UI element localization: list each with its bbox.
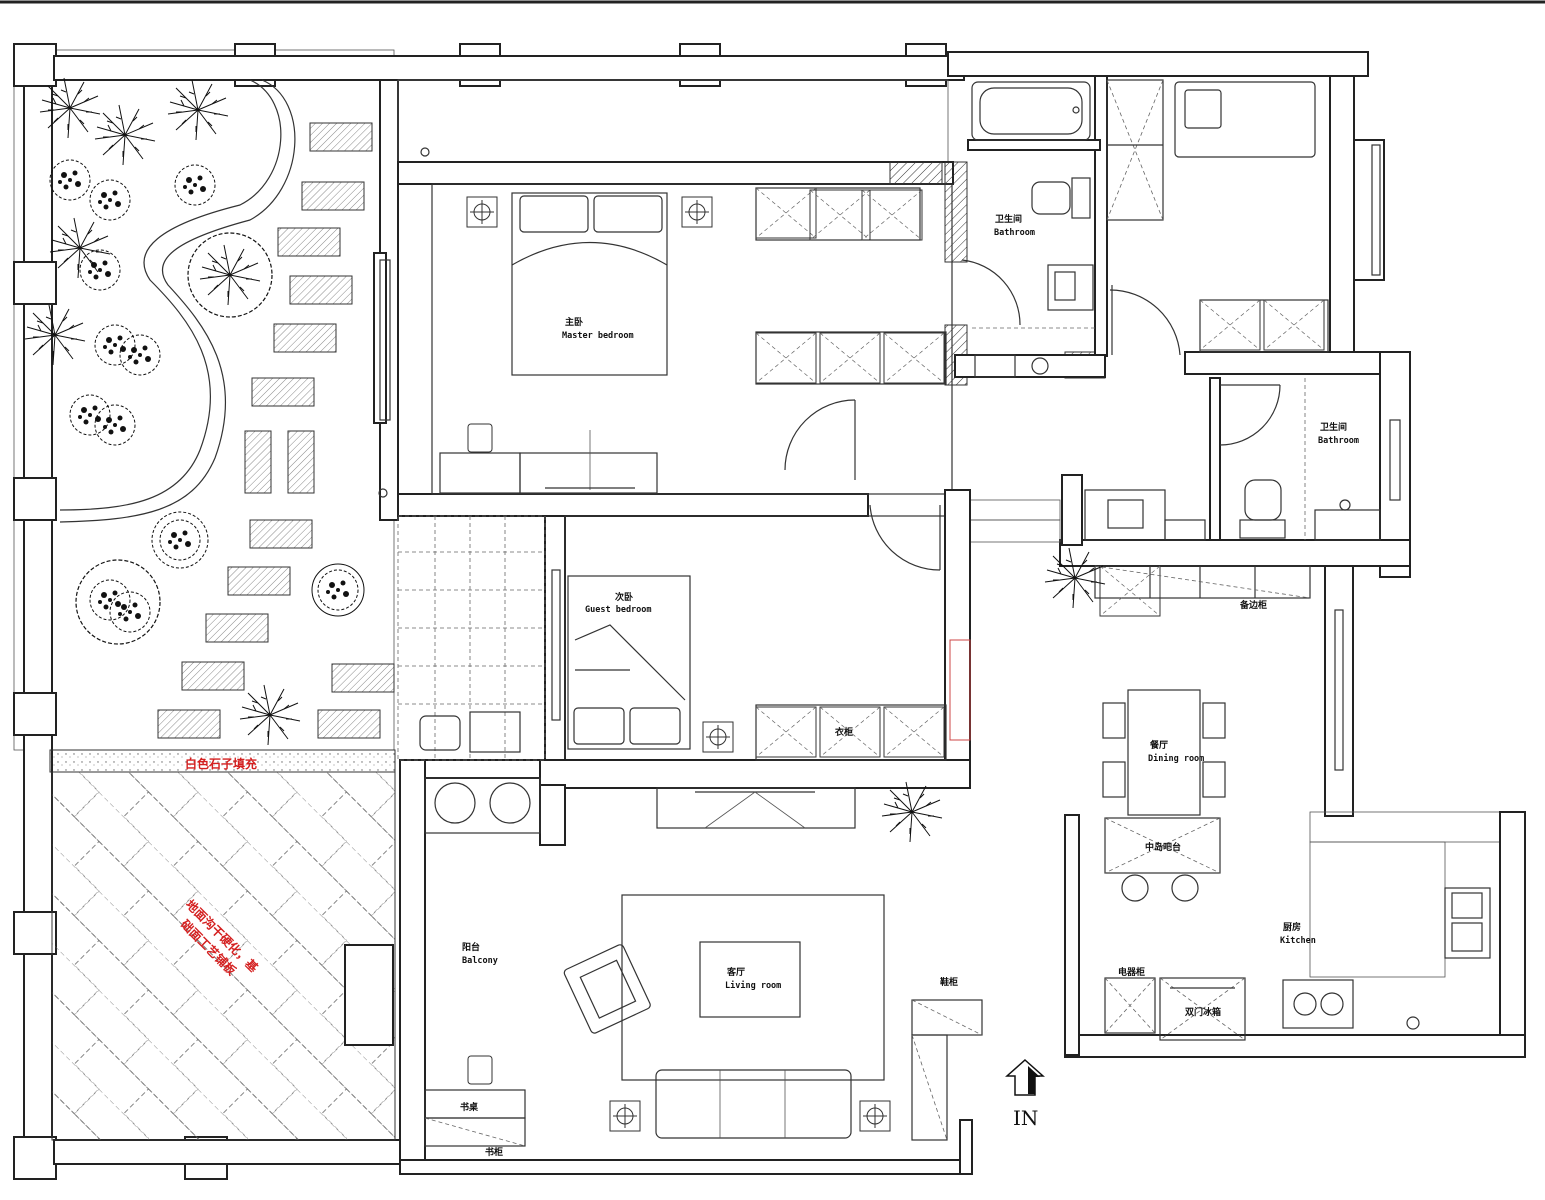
garden-area: 白色石子填充 地面沟干硬化，基 础面工艺铺板 — [13, 43, 965, 1180]
dining-room-label-en: Dining room — [1148, 753, 1204, 764]
living-room: 客厅 Living room 阳台 Balcony 书桌 书柜 鞋柜 — [424, 781, 983, 1158]
balcony-label-cn: 阳台 — [462, 941, 480, 953]
bathroom2-label-en: Bathroom — [1318, 436, 1359, 446]
gravel-fill-label: 白色石子填充 — [185, 756, 257, 771]
guest-bedroom: 次卧 Guest bedroom 衣柜 — [419, 504, 947, 834]
shoe-cabinet-label: 鞋柜 — [940, 976, 958, 988]
balcony-label-en: Balcony — [462, 956, 498, 966]
living-room-label-cn: 客厅 — [726, 966, 745, 978]
staircase — [397, 515, 546, 761]
bathroom-1: 卫生间 Bathroom — [961, 79, 1329, 378]
bathroom1-label-cn: 卫生间 — [995, 213, 1022, 225]
dining-room-label-cn: 餐厅 — [1149, 739, 1168, 751]
kitchen: 厨房 Kitchen 电器柜 双门冰箱 — [1104, 887, 1491, 1041]
master-bedroom-label-cn: 主卧 — [565, 316, 583, 328]
entrance-label: IN — [1013, 1106, 1038, 1130]
master-bedroom: 主卧 Master bedroom — [378, 147, 947, 498]
wardrobe-label: 衣柜 — [835, 726, 853, 738]
guest-bedroom-label-cn: 次卧 — [615, 591, 633, 603]
side-cabinet: 备边柜 — [1044, 547, 1311, 617]
master-bedroom-label-en: Master bedroom — [562, 331, 634, 341]
dining-room: 餐厅 Dining room 中岛吧台 — [1102, 689, 1226, 902]
double-oven-label: 双门冰箱 — [1185, 1006, 1221, 1018]
side-cabinet-label: 备边柜 — [1239, 599, 1267, 611]
desk-label: 书桌 — [460, 1101, 479, 1113]
island-bar-label: 中岛吧台 — [1145, 841, 1181, 853]
guest-bedroom-label-en: Guest bedroom — [585, 605, 652, 615]
appliance-cabinet-label: 电器柜 — [1118, 966, 1145, 978]
house-walls — [373, 51, 1526, 1175]
bathroom1-label-en: Bathroom — [994, 228, 1035, 238]
kitchen-label-en: Kitchen — [1280, 935, 1316, 946]
bathroom-2: 卫生间 Bathroom — [1084, 378, 1381, 541]
entrance-marker: IN — [1005, 1058, 1045, 1130]
bookshelf-label: 书柜 — [485, 1146, 503, 1158]
kitchen-label-cn: 厨房 — [1283, 921, 1301, 933]
living-room-label-en: Living room — [725, 980, 781, 991]
bathroom2-label-cn: 卫生间 — [1320, 421, 1347, 433]
